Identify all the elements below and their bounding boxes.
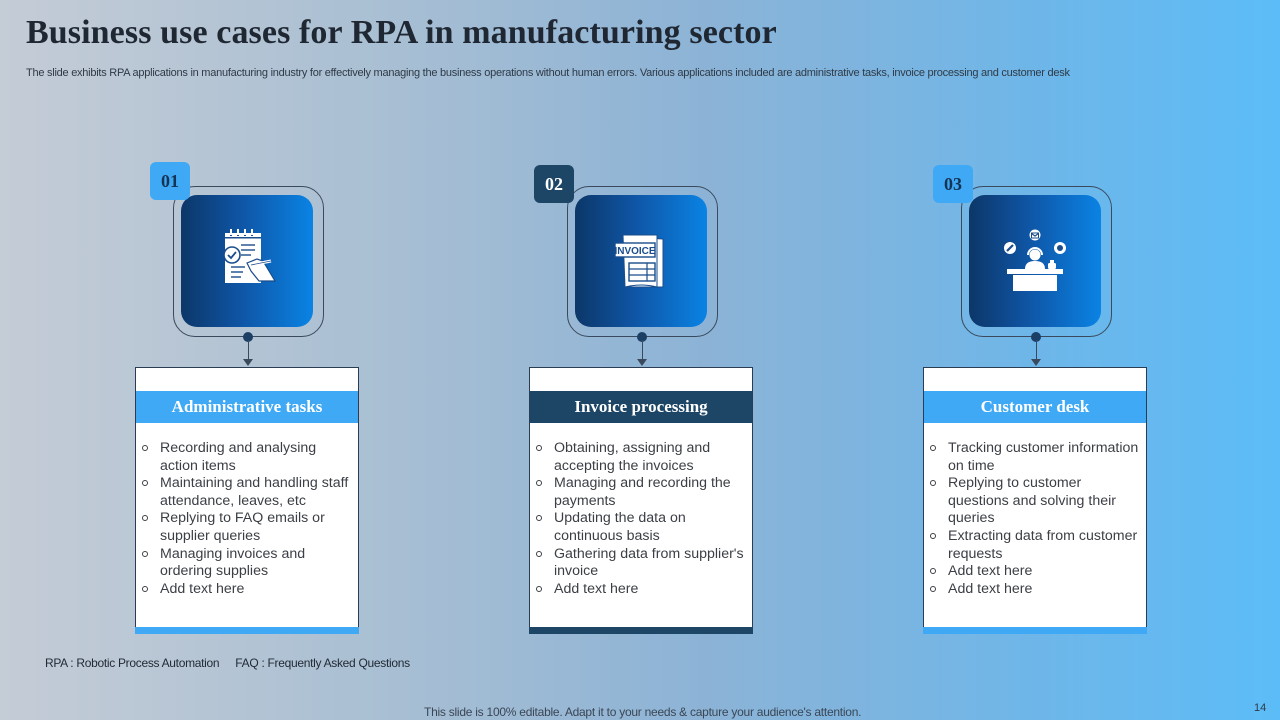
invoice-icon: INVOICE: [614, 234, 664, 288]
bullet-text: Managing and recording the payments: [554, 475, 731, 509]
bullet-text: Managing invoices and ordering supplies: [160, 545, 306, 580]
icon-tile: [969, 195, 1101, 327]
use-case-card-customer-desk: 03 Customer desk Tracking customer infor…: [921, 160, 1151, 640]
checklist-signing-icon: [223, 229, 277, 283]
slide-subtitle: The slide exhibits RPA applications in m…: [26, 67, 1070, 79]
list-item: Managing invoices and ordering supplies: [142, 546, 352, 581]
card-title: Invoice processing: [530, 391, 752, 423]
circle-bullet-icon: [930, 585, 936, 592]
circle-bullet-icon: [142, 550, 148, 557]
bullet-text: Add text here: [554, 580, 639, 597]
bullet-list: Recording and analysing action items Mai…: [142, 440, 352, 598]
list-item: Add text here: [930, 563, 1140, 581]
abbreviation-faq: FAQ : Frequently Asked Questions: [235, 656, 410, 670]
list-item: Add text here: [142, 581, 352, 599]
connector-dot: [1031, 332, 1041, 342]
bullet-list: Obtaining, assigning and accepting the i…: [536, 440, 746, 598]
circle-bullet-icon: [536, 515, 542, 522]
connector-line: [1035, 340, 1037, 360]
bullet-text: Replying to customer questions and solvi…: [948, 475, 1116, 527]
accent-bar: [135, 627, 359, 634]
bullet-text: Recording and analysing action items: [160, 440, 317, 474]
step-number-badge: 03: [933, 165, 973, 203]
arrow-down-icon: [637, 359, 647, 366]
icon-tile: INVOICE: [575, 195, 707, 327]
bullet-text: Add text here: [160, 580, 245, 597]
circle-bullet-icon: [930, 480, 936, 487]
circle-bullet-icon: [536, 445, 542, 451]
description-box: Customer desk Tracking customer informat…: [923, 367, 1147, 628]
bullet-text: Tracking customer information on time: [948, 440, 1139, 474]
list-item: Tracking customer information on time: [930, 440, 1140, 475]
accent-bar: [923, 627, 1147, 634]
bullet-text: Add text here: [948, 580, 1033, 597]
accent-bar: [529, 627, 753, 634]
abbreviation-rpa: RPA : Robotic Process Automation: [45, 656, 220, 670]
connector-dot: [243, 332, 253, 342]
arrow-down-icon: [243, 359, 253, 366]
list-item: Recording and analysing action items: [142, 440, 352, 475]
use-case-card-administrative: 01 Administrative tasks Recording and an…: [133, 160, 363, 640]
circle-bullet-icon: [142, 515, 148, 522]
list-item: Obtaining, assigning and accepting the i…: [536, 440, 746, 475]
step-number-badge: 01: [150, 162, 190, 200]
circle-bullet-icon: [142, 585, 148, 592]
list-item: Updating the data on continuous basis: [536, 510, 746, 545]
icon-tile: [181, 195, 313, 327]
connector-dot: [637, 332, 647, 342]
list-item: Replying to customer questions and solvi…: [930, 475, 1140, 528]
list-item: Gathering data from supplier's invoice: [536, 546, 746, 581]
bullet-text: Gathering data from supplier's invoice: [554, 545, 744, 580]
bullet-text: Add text here: [948, 563, 1033, 580]
circle-bullet-icon: [930, 445, 936, 451]
customer-support-desk-icon: [1004, 229, 1066, 291]
circle-bullet-icon: [142, 480, 148, 487]
circle-bullet-icon: [536, 550, 542, 557]
connector-line: [247, 340, 249, 360]
circle-bullet-icon: [930, 568, 936, 575]
circle-bullet-icon: [142, 445, 148, 451]
use-case-card-invoice: INVOICE 02 Invoice processing Obtaining,…: [527, 160, 757, 640]
connector-line: [641, 340, 643, 360]
list-item: Replying to FAQ emails or supplier queri…: [142, 510, 352, 545]
circle-bullet-icon: [930, 532, 936, 539]
list-item: Maintaining and handling staff attendanc…: [142, 475, 352, 510]
list-item: Extracting data from customer requests: [930, 528, 1140, 563]
invoice-label: INVOICE: [614, 246, 655, 257]
bullet-text: Maintaining and handling staff attendanc…: [160, 475, 349, 509]
slide-title: Business use cases for RPA in manufactur…: [26, 14, 777, 51]
list-item: Managing and recording the payments: [536, 475, 746, 510]
bullet-text: Extracting data from customer requests: [948, 527, 1138, 562]
step-number-badge: 02: [534, 165, 574, 203]
card-title: Customer desk: [924, 391, 1146, 423]
description-box: Invoice processing Obtaining, assigning …: [529, 367, 753, 628]
bullet-list: Tracking customer information on time Re…: [930, 440, 1140, 598]
circle-bullet-icon: [536, 585, 542, 592]
abbreviations-footnote: RPA : Robotic Process Automation FAQ : Fr…: [45, 656, 410, 670]
circle-bullet-icon: [536, 480, 542, 487]
bullet-text: Obtaining, assigning and accepting the i…: [554, 440, 711, 474]
list-item: Add text here: [536, 581, 746, 599]
editable-note: This slide is 100% editable. Adapt it to…: [424, 705, 862, 719]
description-box: Administrative tasks Recording and analy…: [135, 367, 359, 628]
page-number: 14: [1254, 702, 1267, 714]
list-item: Add text here: [930, 581, 1140, 599]
bullet-text: Replying to FAQ emails or supplier queri…: [160, 510, 325, 544]
card-title: Administrative tasks: [136, 391, 358, 423]
arrow-down-icon: [1031, 359, 1041, 366]
bullet-text: Updating the data on continuous basis: [554, 510, 686, 544]
